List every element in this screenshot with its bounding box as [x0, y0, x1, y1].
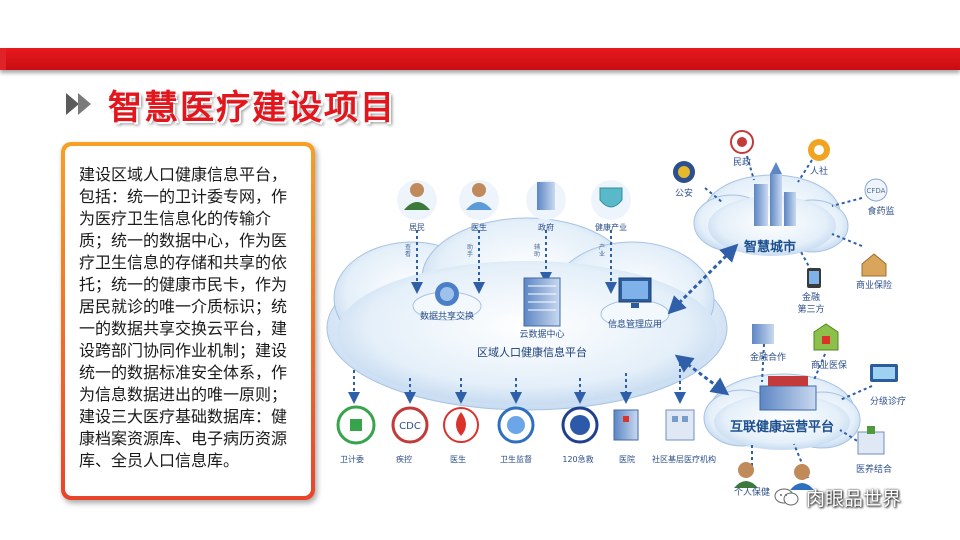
smart-city-node-label: 金融 第三方	[797, 293, 825, 315]
wechat-icon	[774, 488, 799, 506]
cloud-links	[667, 243, 739, 396]
top-node-label: 居民	[409, 223, 425, 232]
internet-platform-node-label: 金融合作	[749, 353, 787, 363]
personal-health-icon	[734, 462, 758, 488]
node-health-industry-icon	[591, 180, 631, 220]
top-link-label: 辅助	[534, 244, 541, 258]
internet-platform-building-icon	[759, 376, 817, 411]
node-emergency-120-icon	[561, 406, 599, 444]
food-drug-admin-icon: CFDA	[864, 178, 888, 202]
page-title: 智慧医疗建设项目	[108, 87, 396, 128]
smart-city-node-label: 商业保险	[855, 281, 893, 291]
node-government-icon	[526, 180, 566, 220]
top-node-label: 健康产业	[595, 223, 627, 232]
bottom-links	[348, 363, 686, 404]
svg-text:CDC: CDC	[399, 421, 421, 432]
architecture-diagram: CDC	[322, 128, 960, 540]
social-security-icon	[808, 139, 830, 161]
node-doctor-bottom-icon	[443, 407, 479, 443]
bottom-node-label: 社区基层医疗机构	[652, 455, 716, 464]
node-cdc-icon: CDC	[391, 406, 429, 444]
personal-health-icon-2	[790, 464, 814, 490]
top-link-label: 产业	[599, 244, 606, 258]
internet-platform-node-label: 分级诊疗	[869, 397, 907, 407]
module-label: 信息管理应用	[607, 320, 663, 330]
node-hospital-icon	[613, 409, 639, 441]
top-node-label: 政府	[538, 223, 554, 232]
node-community-clinic-icon	[665, 409, 695, 441]
diagram-graphics: CDC	[326, 130, 898, 490]
internet-platform-node-label: 个人保健	[733, 488, 771, 498]
smart-city-node-label: 食药监	[867, 207, 895, 217]
svg-text:CFDA: CFDA	[867, 187, 886, 195]
top-link-label: 助手	[467, 244, 474, 258]
description-box: 建设区域人口健康信息平台，包括：统一的卫计委专网，作为医疗卫生信息化的传输介质；…	[61, 142, 315, 500]
internet-platform-label: 互联健康运营平台	[730, 420, 835, 435]
node-resident-icon	[397, 180, 437, 220]
elderly-care-icon	[857, 426, 885, 455]
police-icon	[673, 161, 695, 183]
bottom-node-label: 卫生监督	[500, 455, 532, 464]
watermark-text: 肉眼品世界	[806, 488, 902, 510]
smart-city-node-label: 公安	[674, 189, 694, 199]
bottom-node-label: 医院	[619, 455, 635, 464]
header-band	[0, 48, 960, 70]
cloud-datacenter-icon	[523, 277, 561, 327]
bottom-node-label: 医生	[450, 455, 466, 464]
data-exchange-icon	[412, 282, 482, 321]
node-doctor-icon	[459, 180, 499, 220]
finance-third-party-icon	[807, 268, 821, 288]
platform-label: 区域人口健康信息平台	[477, 346, 587, 359]
tiered-diagnosis-icon	[870, 364, 898, 382]
bottom-node-label: 120急救	[562, 455, 594, 464]
internet-platform-node-label: 商业医保	[810, 361, 848, 371]
top-link-label: 查看	[405, 244, 412, 258]
internet-platform-node-label: 医养结合	[855, 465, 893, 475]
financial-cooperation-icon	[752, 324, 774, 344]
smart-city-label: 智慧城市	[744, 240, 797, 255]
bottom-node-label: 卫计委	[340, 455, 364, 464]
commercial-medical-insurance-icon	[813, 323, 839, 351]
civil-affairs-icon	[730, 130, 754, 154]
top-links	[411, 230, 617, 294]
module-label: 云数据中心	[519, 330, 565, 340]
smart-city-building-icon	[754, 162, 796, 226]
double-chevron-icon	[64, 89, 100, 119]
bottom-node-label: 疾控	[396, 455, 412, 464]
commercial-insurance-icon	[861, 253, 887, 277]
smart-city-links	[704, 155, 863, 277]
module-label: 数据共享交换	[419, 312, 475, 322]
description-text: 建设区域人口健康信息平台，包括：统一的卫计委专网，作为医疗卫生信息化的传输介质；…	[79, 165, 288, 470]
node-health-commission-icon	[336, 405, 376, 445]
top-node-label: 医生	[471, 223, 487, 232]
smart-city-node-label: 民政	[732, 158, 752, 168]
node-health-supervision-icon	[497, 406, 535, 444]
title-area: 智慧医疗建设项目	[64, 82, 396, 128]
smart-city-node-label: 人社	[809, 167, 829, 177]
